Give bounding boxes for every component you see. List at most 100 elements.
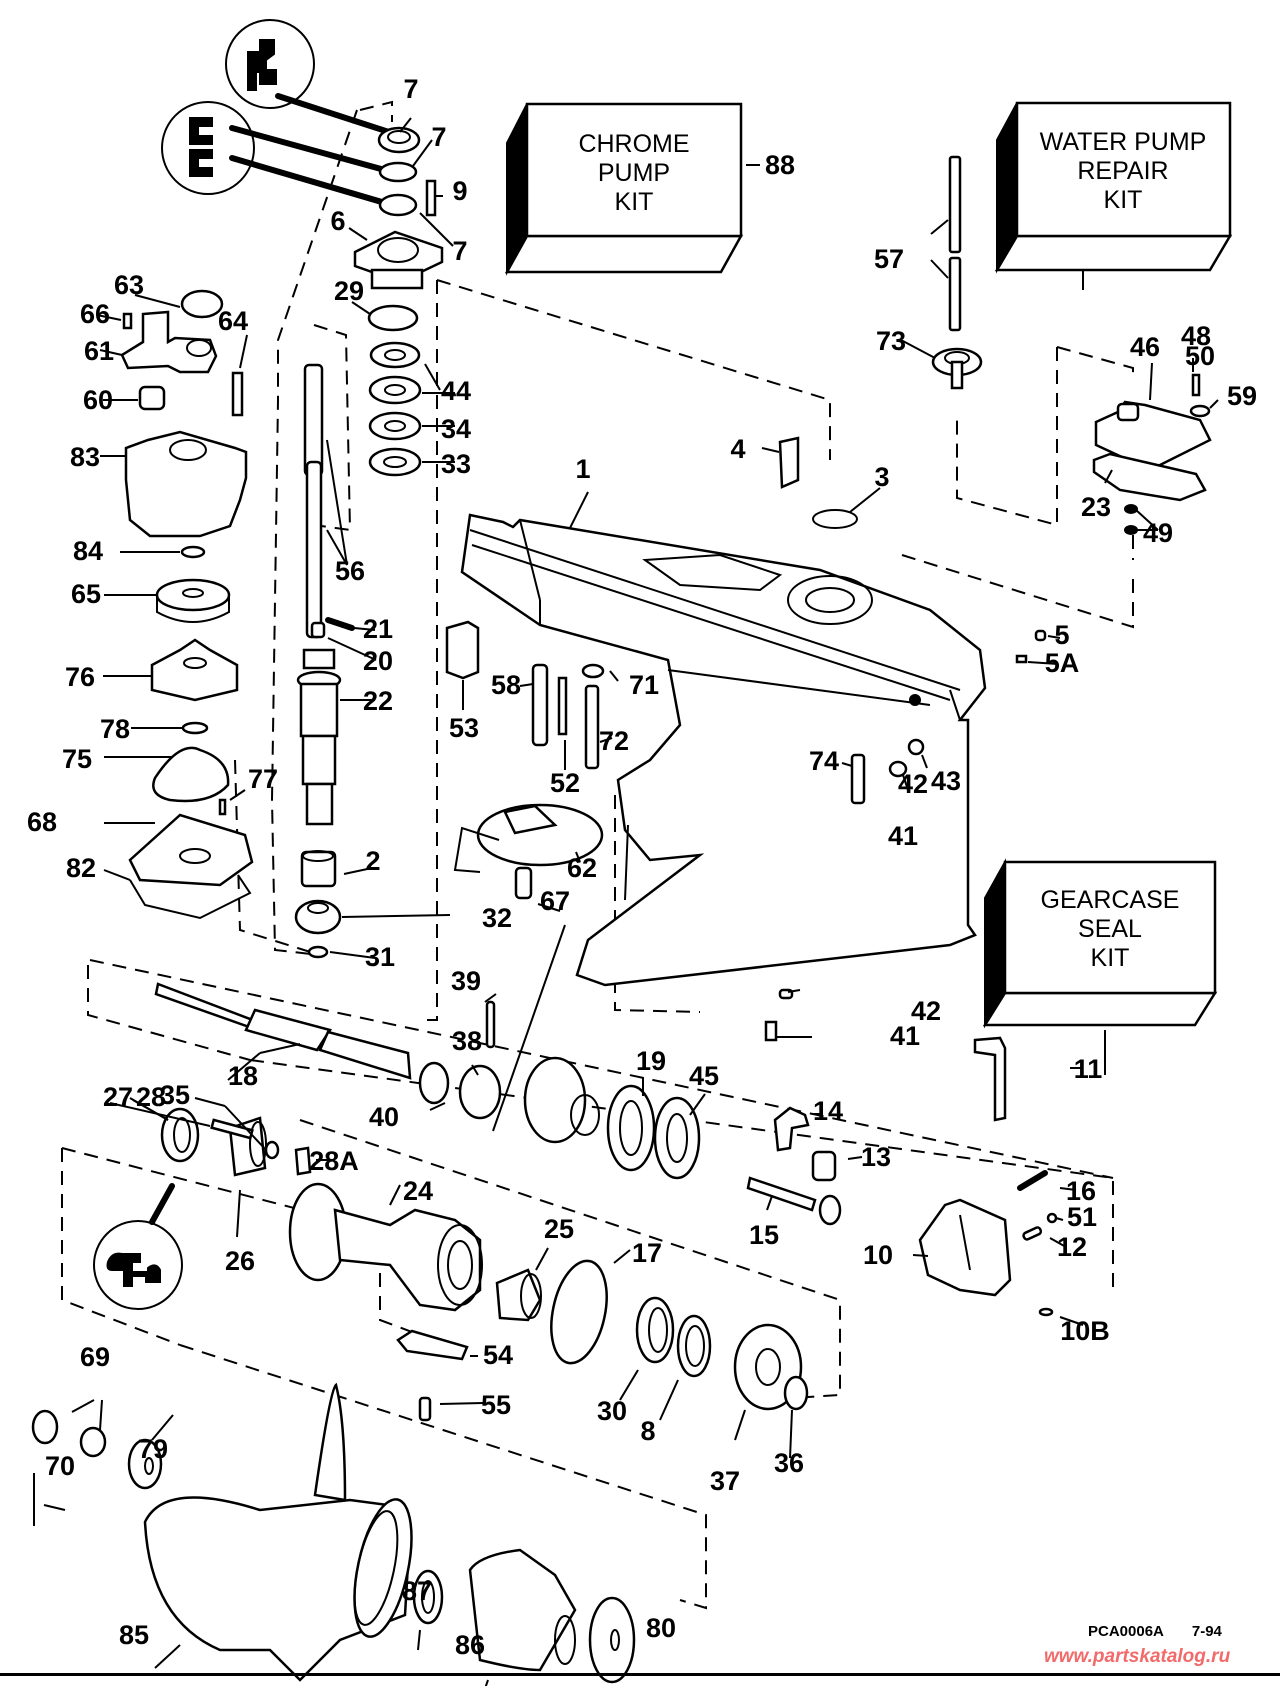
- seal-pair-cross-section-icon: [161, 101, 395, 208]
- callout-26[interactable]: 26: [225, 1246, 255, 1276]
- callout-76[interactable]: 76: [65, 662, 95, 692]
- callout-63[interactable]: 63: [114, 270, 144, 300]
- callout-25[interactable]: 25: [544, 1214, 574, 1244]
- callout-49[interactable]: 49: [1143, 518, 1173, 548]
- seal-cross-section-icon: [225, 19, 398, 137]
- callout-41[interactable]: 41: [890, 1021, 920, 1051]
- callout-68[interactable]: 68: [27, 807, 57, 837]
- callout-53[interactable]: 53: [449, 713, 479, 743]
- callout-77[interactable]: 77: [248, 764, 278, 794]
- callout-8[interactable]: 8: [640, 1416, 655, 1446]
- callout-78[interactable]: 78: [100, 714, 130, 744]
- callout-80[interactable]: 80: [646, 1613, 676, 1643]
- callout-20[interactable]: 20: [363, 646, 393, 676]
- callout-23[interactable]: 23: [1081, 492, 1111, 522]
- callout-18[interactable]: 18: [228, 1061, 258, 1091]
- callout-9[interactable]: 9: [452, 176, 467, 206]
- callout-79[interactable]: 79: [138, 1434, 168, 1464]
- callout-59[interactable]: 59: [1227, 381, 1257, 411]
- callout-52[interactable]: 52: [550, 768, 580, 798]
- callout-82[interactable]: 82: [66, 853, 96, 883]
- callout-88[interactable]: 88: [765, 150, 795, 180]
- callout-12[interactable]: 12: [1057, 1232, 1087, 1262]
- callout-5[interactable]: 5: [1054, 620, 1069, 650]
- callout-29[interactable]: 29: [334, 276, 364, 306]
- callout-54[interactable]: 54: [483, 1340, 513, 1370]
- callout-22[interactable]: 22: [363, 686, 393, 716]
- callout-85[interactable]: 85: [119, 1620, 149, 1650]
- callout-42[interactable]: 42: [898, 769, 928, 799]
- callout-73[interactable]: 73: [876, 326, 906, 356]
- callout-7[interactable]: 7: [403, 74, 418, 104]
- callout-6[interactable]: 6: [330, 206, 345, 236]
- chrome-pump-kit-box[interactable]: [504, 102, 744, 276]
- callout-21[interactable]: 21: [363, 614, 393, 644]
- callout-14[interactable]: 14: [813, 1096, 843, 1126]
- callout-28a[interactable]: 28A: [309, 1146, 359, 1176]
- callout-19[interactable]: 19: [636, 1046, 666, 1076]
- callout-36[interactable]: 36: [774, 1448, 804, 1478]
- callout-7[interactable]: 7: [452, 236, 467, 266]
- watermark-link[interactable]: www.partskatalog.ru: [1044, 1646, 1231, 1667]
- callout-69[interactable]: 69: [80, 1342, 110, 1372]
- callout-43[interactable]: 43: [931, 766, 961, 796]
- callout-16[interactable]: 16: [1066, 1176, 1096, 1206]
- callout-71[interactable]: 71: [629, 670, 659, 700]
- callout-1[interactable]: 1: [575, 454, 590, 484]
- callout-7[interactable]: 7: [431, 122, 446, 152]
- callout-75[interactable]: 75: [62, 744, 92, 774]
- callout-46[interactable]: 46: [1130, 332, 1160, 362]
- callout-48[interactable]: 48: [1181, 321, 1211, 351]
- callout-39[interactable]: 39: [451, 966, 481, 996]
- callout-74[interactable]: 74: [809, 746, 839, 776]
- callout-28[interactable]: 28: [136, 1082, 166, 1112]
- callout-33[interactable]: 33: [441, 449, 471, 479]
- callout-61[interactable]: 61: [84, 336, 114, 366]
- callout-50[interactable]: 50: [1185, 341, 1215, 371]
- callout-3[interactable]: 3: [874, 462, 889, 492]
- callout-66[interactable]: 66: [80, 299, 110, 329]
- callout-87[interactable]: 87: [402, 1576, 432, 1606]
- callout-62[interactable]: 62: [567, 853, 597, 883]
- callout-11[interactable]: 11: [1074, 1054, 1103, 1084]
- callout-15[interactable]: 15: [749, 1220, 779, 1250]
- callout-40[interactable]: 40: [369, 1102, 399, 1132]
- water-pump-repair-kit-box[interactable]: [994, 101, 1233, 274]
- callout-17[interactable]: 17: [632, 1238, 662, 1268]
- callout-72[interactable]: 72: [599, 726, 629, 756]
- callout-67[interactable]: 67: [540, 886, 570, 916]
- callout-31[interactable]: 31: [365, 942, 395, 972]
- callout-55[interactable]: 55: [481, 1390, 511, 1420]
- callout-30[interactable]: 30: [597, 1396, 627, 1426]
- callout-57[interactable]: 57: [874, 244, 904, 274]
- callout-84[interactable]: 84: [73, 536, 103, 566]
- callout-45[interactable]: 45: [689, 1061, 719, 1091]
- callout-41[interactable]: 41: [888, 821, 918, 851]
- callout-86[interactable]: 86: [455, 1630, 485, 1660]
- callout-35[interactable]: 35: [160, 1080, 190, 1110]
- callout-24[interactable]: 24: [403, 1176, 433, 1206]
- callout-37[interactable]: 37: [710, 1466, 740, 1496]
- callout-70[interactable]: 70: [45, 1451, 75, 1481]
- callout-51[interactable]: 51: [1067, 1202, 1097, 1232]
- callout-83[interactable]: 83: [70, 442, 100, 472]
- callout-42[interactable]: 42: [911, 996, 941, 1026]
- callout-5a[interactable]: 5A: [1045, 648, 1080, 678]
- gearcase-seal-kit-box[interactable]: [982, 858, 1218, 1029]
- callout-60[interactable]: 60: [83, 385, 113, 415]
- callout-10[interactable]: 10: [863, 1240, 893, 1270]
- callout-58[interactable]: 58: [491, 670, 521, 700]
- callout-2[interactable]: 2: [365, 846, 380, 876]
- callout-27[interactable]: 27: [103, 1082, 133, 1112]
- callout-56[interactable]: 56: [335, 556, 365, 586]
- callout-38[interactable]: 38: [452, 1026, 482, 1056]
- callout-4[interactable]: 4: [730, 434, 745, 464]
- callout-13[interactable]: 13: [861, 1142, 891, 1172]
- callout-10b[interactable]: 10B: [1060, 1316, 1110, 1346]
- callout-44[interactable]: 44: [441, 376, 471, 406]
- callout-34[interactable]: 34: [441, 414, 471, 444]
- gearcase-housing[interactable]: [460, 513, 987, 987]
- callout-64[interactable]: 64: [218, 306, 248, 336]
- callout-32[interactable]: 32: [482, 903, 512, 933]
- callout-65[interactable]: 65: [71, 579, 101, 609]
